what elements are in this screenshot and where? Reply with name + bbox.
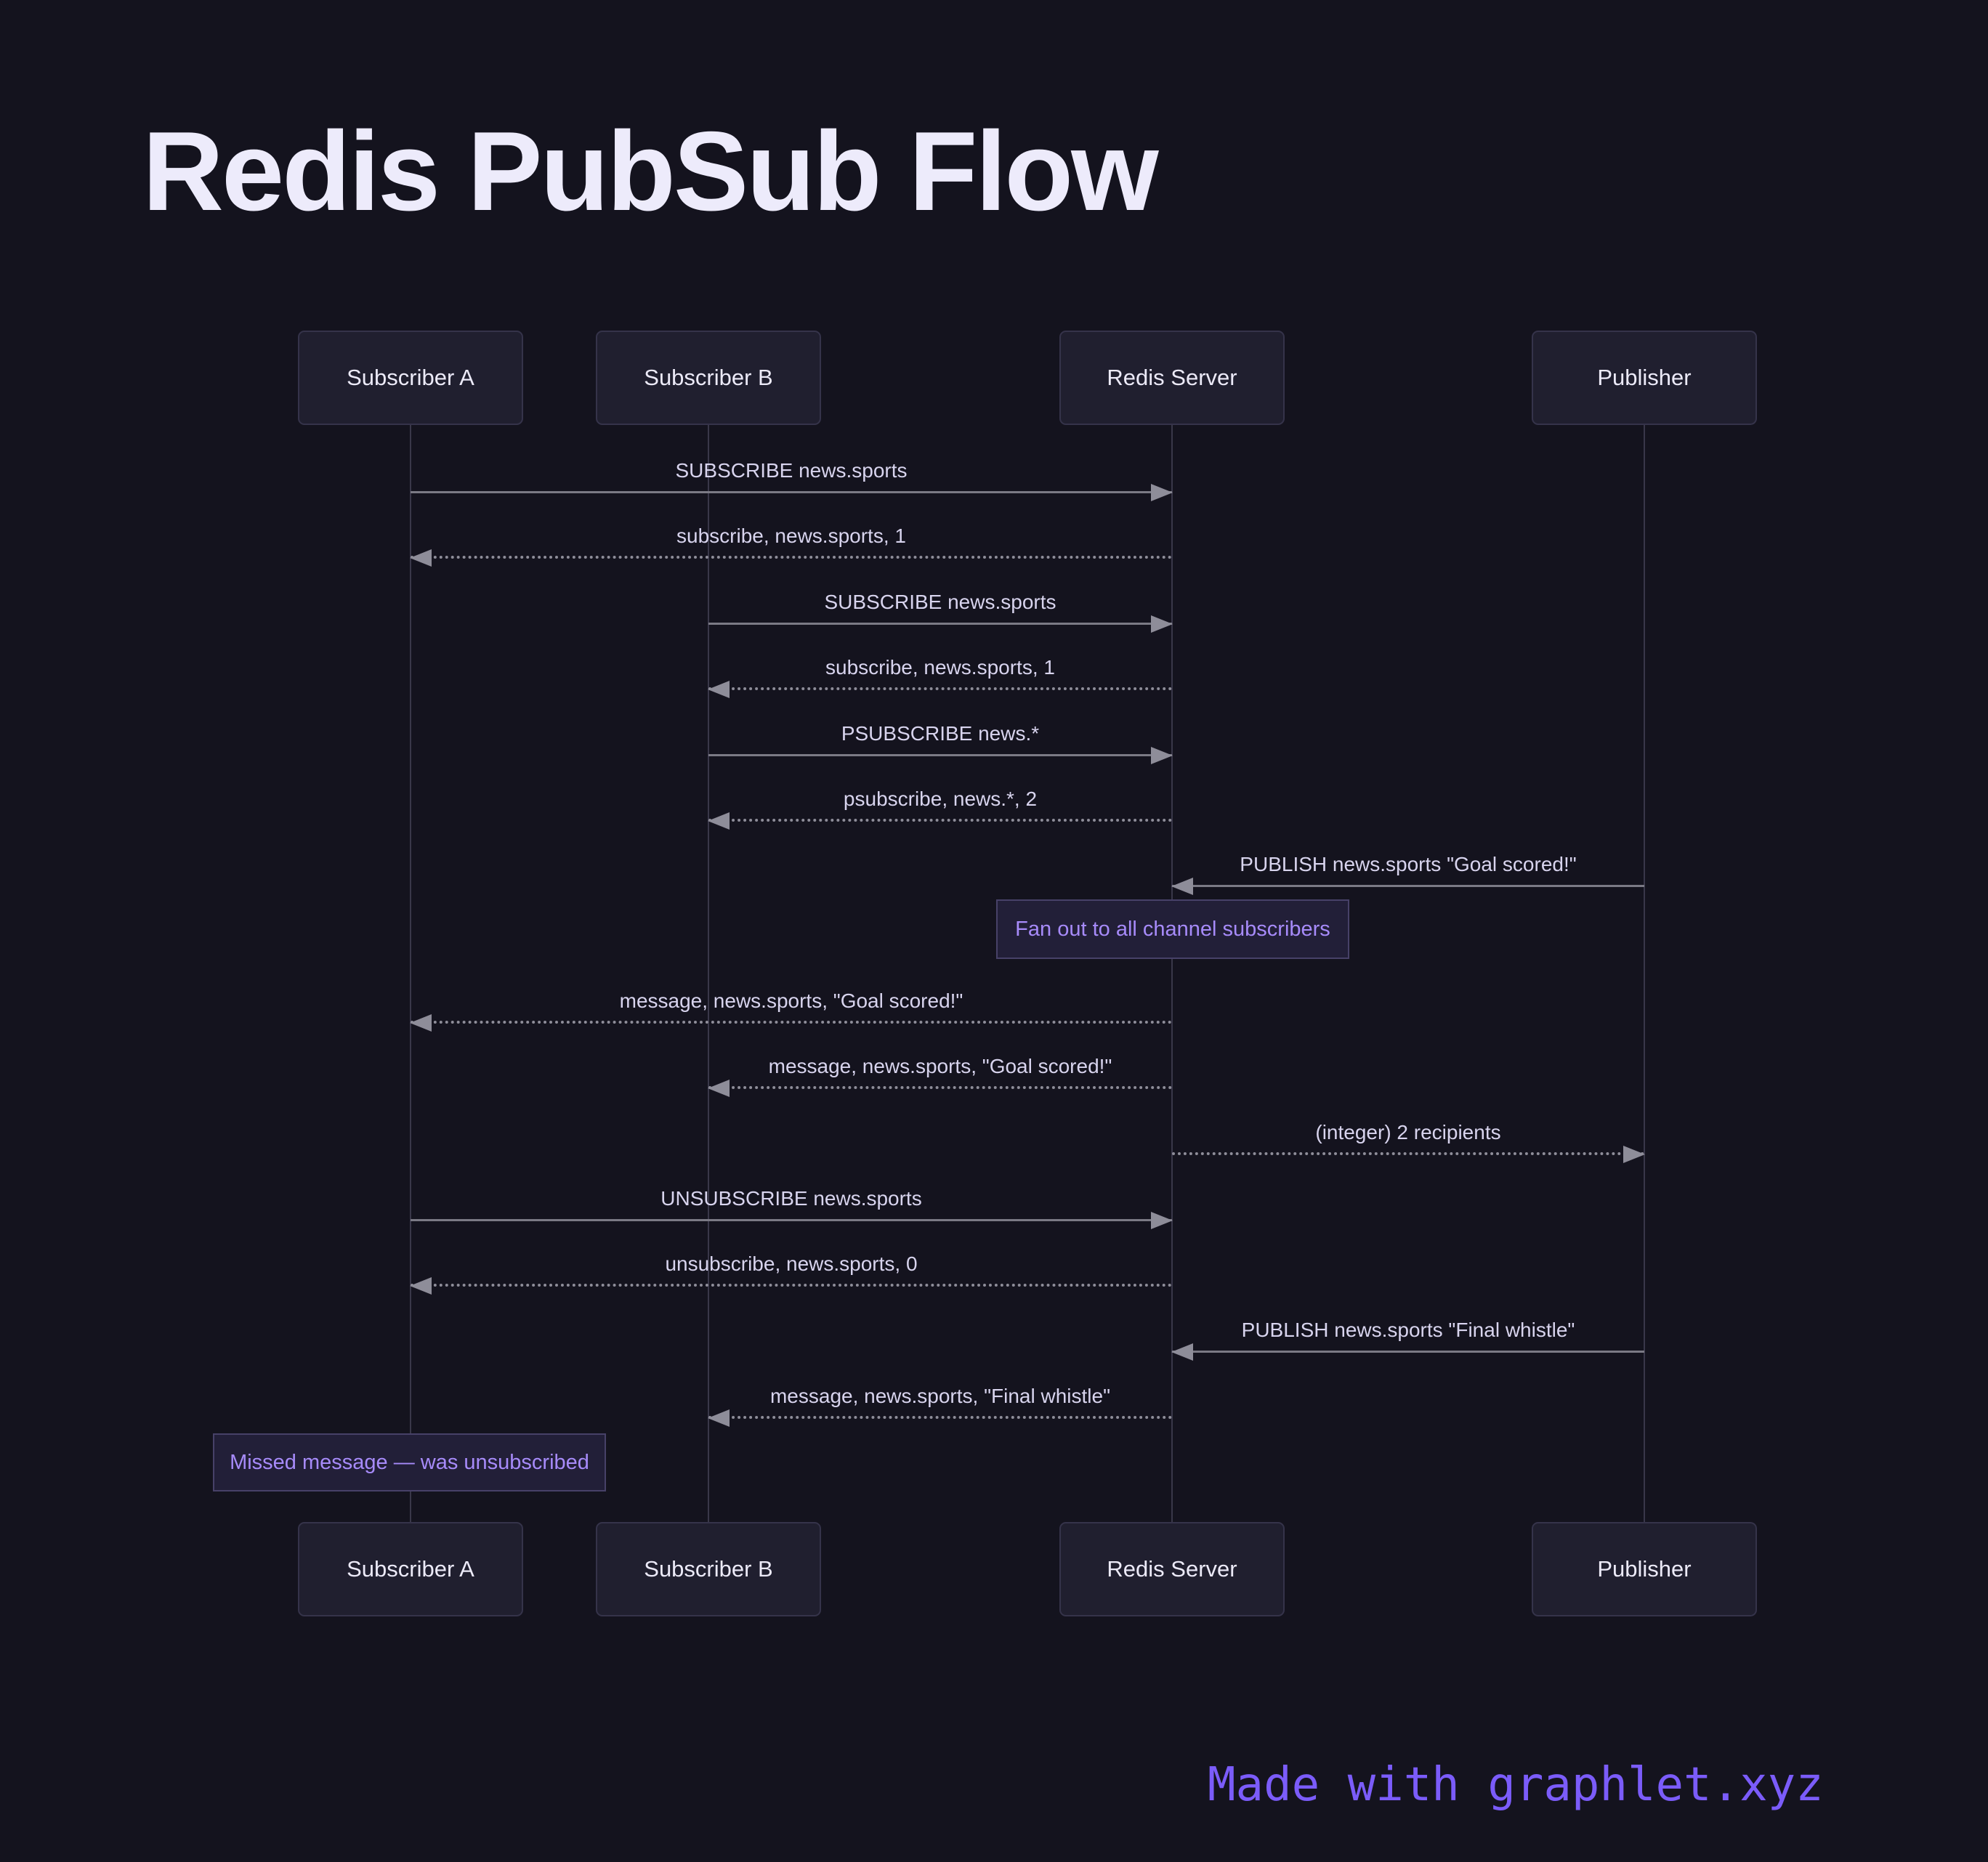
note-missed-message: Missed message — was unsubscribed (213, 1433, 606, 1491)
arrowhead-left-icon (708, 812, 730, 830)
arrowhead-left-icon (1171, 878, 1193, 895)
participant-subscriber-b-top: Subscriber B (596, 331, 821, 425)
participant-subscriber-a-top: Subscriber A (298, 331, 523, 425)
message-unsubscribe-a-reply: unsubscribe, news.sports, 0 (410, 1252, 1172, 1295)
note-text: Fan out to all channel subscribers (1015, 917, 1330, 941)
arrowhead-right-icon (1151, 1212, 1173, 1229)
participant-label: Redis Server (1107, 365, 1237, 390)
message-label: message, news.sports, "Final whistle" (769, 1385, 1111, 1407)
participant-label: Publisher (1597, 365, 1692, 390)
arrowhead-left-icon (410, 549, 432, 567)
arrowhead-left-icon (410, 1014, 432, 1032)
message-label: PSUBSCRIBE news.* (841, 722, 1040, 745)
arrow-line (411, 1219, 1172, 1221)
message-label: PUBLISH news.sports "Final whistle" (1241, 1319, 1575, 1341)
lifeline-redis-server (1171, 425, 1173, 1522)
arrowhead-right-icon (1151, 747, 1173, 764)
note-text: Missed message — was unsubscribed (230, 1450, 589, 1474)
message-label: message, news.sports, "Goal scored!" (768, 1055, 1112, 1077)
message-subscribe-b: SUBSCRIBE news.sports (708, 590, 1173, 633)
arrow-line (411, 1284, 1172, 1287)
message-subscribe-a: SUBSCRIBE news.sports (411, 458, 1173, 501)
arrow-line (708, 623, 1172, 625)
message-publish-final-whistle: PUBLISH news.sports "Final whistle" (1171, 1318, 1644, 1361)
arrow-line (1172, 1351, 1644, 1353)
message-label: UNSUBSCRIBE news.sports (660, 1187, 922, 1210)
message-label: psubscribe, news.*, 2 (843, 788, 1038, 810)
note-fan-out: Fan out to all channel subscribers (996, 899, 1349, 959)
lifeline-subscriber-b (708, 425, 709, 1522)
page-title: Redis PubSub Flow (142, 108, 1159, 234)
message-label: message, news.sports, "Goal scored!" (619, 989, 963, 1012)
arrowhead-right-icon (1623, 1146, 1645, 1163)
message-goal-to-a: message, news.sports, "Goal scored!" (410, 989, 1172, 1032)
message-goal-to-b: message, news.sports, "Goal scored!" (708, 1054, 1172, 1097)
arrow-line (708, 1086, 1172, 1089)
arrow-line (411, 556, 1172, 559)
message-final-whistle-to-b: message, news.sports, "Final whistle" (708, 1384, 1172, 1427)
arrowhead-left-icon (1171, 1343, 1193, 1361)
arrow-line (411, 491, 1172, 493)
watermark-text: Made with graphlet.xyz (1208, 1758, 1824, 1812)
participant-label: Subscriber B (644, 1556, 773, 1582)
arrow-line (1172, 1152, 1644, 1155)
message-label: unsubscribe, news.sports, 0 (665, 1252, 918, 1275)
message-label: (integer) 2 recipients (1315, 1121, 1501, 1143)
participant-label: Redis Server (1107, 1556, 1237, 1582)
arrowhead-left-icon (708, 681, 730, 698)
message-subscribe-b-reply: subscribe, news.sports, 1 (708, 655, 1172, 698)
message-subscribe-a-reply: subscribe, news.sports, 1 (410, 524, 1172, 567)
arrowhead-left-icon (708, 1409, 730, 1427)
lifeline-publisher (1644, 425, 1645, 1522)
message-recipients-reply: (integer) 2 recipients (1172, 1120, 1645, 1163)
message-label: subscribe, news.sports, 1 (676, 525, 906, 547)
arrow-line (708, 819, 1172, 822)
arrowhead-right-icon (1151, 484, 1173, 501)
participant-redis-server-bottom: Redis Server (1059, 1522, 1285, 1616)
participant-label: Subscriber A (347, 365, 474, 390)
message-publish-goal: PUBLISH news.sports "Goal scored!" (1171, 852, 1644, 895)
message-psubscribe-b: PSUBSCRIBE news.* (708, 721, 1173, 764)
participant-label: Subscriber B (644, 365, 773, 390)
arrowhead-left-icon (708, 1080, 730, 1097)
arrow-line (708, 754, 1172, 756)
message-psubscribe-b-reply: psubscribe, news.*, 2 (708, 787, 1172, 830)
participant-subscriber-a-bottom: Subscriber A (298, 1522, 523, 1616)
participant-label: Subscriber A (347, 1556, 474, 1582)
arrowhead-left-icon (410, 1277, 432, 1295)
participant-label: Publisher (1597, 1556, 1692, 1582)
message-label: PUBLISH news.sports "Goal scored!" (1240, 853, 1577, 875)
arrow-line (708, 1416, 1172, 1419)
participant-publisher-top: Publisher (1532, 331, 1757, 425)
message-unsubscribe-a: UNSUBSCRIBE news.sports (411, 1186, 1173, 1229)
participant-subscriber-b-bottom: Subscriber B (596, 1522, 821, 1616)
arrowhead-right-icon (1151, 615, 1173, 633)
participant-redis-server-top: Redis Server (1059, 331, 1285, 425)
message-label: subscribe, news.sports, 1 (825, 656, 1055, 679)
arrow-line (708, 687, 1172, 690)
arrow-line (411, 1021, 1172, 1024)
arrow-line (1172, 885, 1644, 887)
message-label: SUBSCRIBE news.sports (675, 459, 908, 482)
participant-publisher-bottom: Publisher (1532, 1522, 1757, 1616)
lifeline-subscriber-a (410, 425, 411, 1522)
message-label: SUBSCRIBE news.sports (824, 591, 1056, 613)
